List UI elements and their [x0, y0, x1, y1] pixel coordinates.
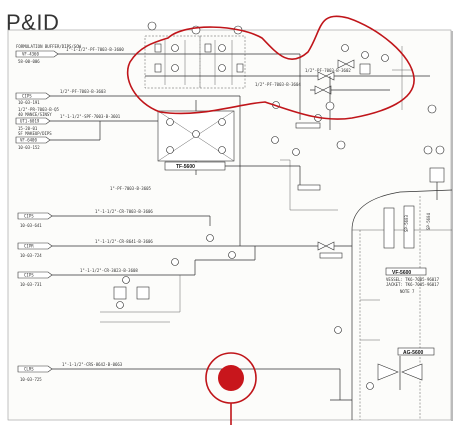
line-label: 1"-1-1/2"-SPF-7003-B-3601 — [60, 114, 121, 119]
agitator-tag: AG-5600 — [403, 350, 424, 356]
offpage-ref: 10-03-152 — [18, 145, 40, 150]
line-label: 1/2"-PF-7003-B-3604 — [255, 82, 301, 87]
sp-tag: SP-5604 — [426, 213, 431, 230]
highlight-lasso — [126, 15, 415, 120]
line-label: 1"-PF-7003-B-3605 — [110, 186, 152, 191]
offpage-tag: CIPS — [24, 273, 34, 278]
offpage-cipr: CIPR 10-03-724 — [17, 242, 240, 258]
line-label: 1/2"-PF-7003-B-3602 — [305, 68, 351, 73]
note-tag: NOTE 7 — [400, 289, 415, 294]
offpage-ref: 10-03-641 — [20, 223, 42, 228]
offpage-tag: CLRS — [24, 367, 34, 372]
offpage-tag: VF-6400 — [20, 138, 37, 143]
tf-unit: TF-5600 — [135, 95, 260, 246]
offpage-tag: CIPS — [22, 94, 32, 99]
offpage-cips-upper: CIPS 10-03-191 — [15, 92, 135, 105]
offpage-label: FORMULATION BUFFER/DIPS/SOW — [16, 44, 82, 49]
line-label: 1"-1-1/2"-CRS-8642-B-0663 — [62, 362, 123, 367]
offpage-cips-1: CIPS 10-03-641 — [17, 212, 210, 228]
offpage-note: SF MAKEUP/DIPS — [18, 131, 52, 136]
vessel-tag: VF-5600 — [392, 270, 411, 276]
offpage-bottom: CLRS 10-03-725 — [17, 365, 340, 382]
offpage-ref: 10-03-731 — [20, 282, 42, 287]
offpage-tag: VF-4360 — [22, 52, 39, 57]
offpage-ref: 15-20-01 — [18, 126, 38, 131]
offpage-tag: CIPR — [24, 244, 34, 249]
offpage-tag: CIPS — [24, 214, 34, 219]
offpage-top-left: FORMULATION BUFFER/DIPS/SOW VF-4360 58-0… — [15, 44, 145, 64]
jacket-note: JACKET: TK6-7005-96017 — [386, 282, 440, 287]
offpage-ref: 10-03-191 — [18, 100, 40, 105]
offpage-line: 1/2"-PR-7003-B-Q5 — [18, 107, 60, 112]
lower-left-equipment — [100, 216, 352, 323]
focus-marker — [218, 365, 244, 391]
line-label: 1"-1-1/2"-CR-3023-B-3608 — [80, 268, 138, 273]
offpage-tag: UT1-6019 — [20, 119, 40, 124]
line-label: 1"-1-1/2"-CR-8641-B-3606 — [95, 239, 153, 244]
process-vessel: SP-5603 SP-5604 VF-5600 VESSEL: TK6-7005… — [330, 189, 453, 420]
offpage-ref: 10-03-724 — [20, 253, 42, 258]
valve-cluster — [299, 44, 430, 130]
offpage-note: 40 MANCE/SINSY — [18, 112, 52, 117]
tf-tag: TF-5600 — [176, 164, 195, 170]
offpage-arrow — [15, 50, 59, 58]
line-label: 1"-1-1/2"-PF-7003-B-3600 — [66, 47, 124, 52]
offpage-arrow — [15, 92, 51, 100]
drawing-sheet — [7, 29, 452, 421]
offpage-makeup: 1/2"-PR-7003-B-Q5 40 MANCE/SINSY UT1-601… — [15, 107, 158, 150]
line-label: 1/2"-PF-7003-B-3603 — [60, 89, 106, 94]
line-labels: 1"-1-1/2"-PF-7003-B-3600 1/2"-PF-7003-B-… — [60, 47, 351, 367]
line-label: 1"-1-1/2"-CR-7003-B-3606 — [95, 209, 153, 214]
sp-tag: SP-5603 — [404, 215, 409, 232]
instruments — [260, 101, 445, 259]
offpage-ref: 10-03-725 — [20, 377, 42, 382]
offpage-ref: 58-00-006 — [18, 59, 40, 64]
vessel-note: VESSEL: TK6-7005-96017 — [386, 277, 440, 282]
offpage-cips-2: CIPS 10-03-731 — [17, 271, 195, 287]
